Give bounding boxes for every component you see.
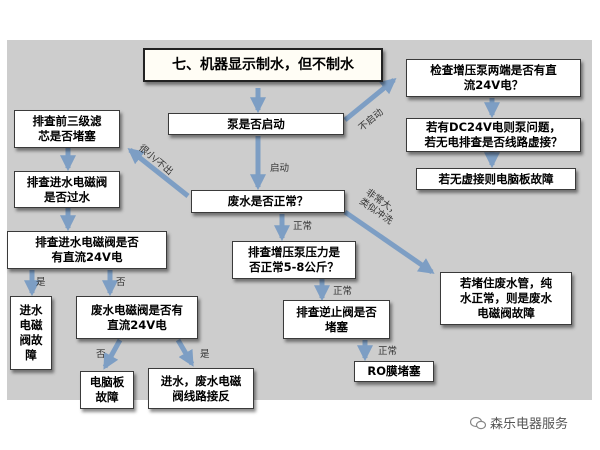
node-check-pressure: 排查增压泵压力是 否正常5-8公斤？: [232, 241, 356, 279]
watermark-text: 森乐电器服务: [490, 417, 569, 432]
node-board-fault: 电脑板 故障: [80, 371, 134, 409]
node-pump-started: 泵是否启动: [168, 113, 344, 135]
node-check-filters: 排查前三级滤 芯是否堵塞: [14, 110, 120, 148]
chat-bubble-icon: [470, 416, 486, 429]
arrow-waste-valve-to-wiring: [175, 338, 195, 367]
edge-label-normal-1: 正常: [293, 221, 313, 232]
edge-label-yes-2: 是: [200, 349, 210, 360]
node-waste-pipe-block: 若堵住废水管，纯 水正常，则是废水 电磁阀故障: [440, 272, 572, 325]
node-ro-clogged: RO膜堵塞: [354, 361, 434, 382]
edge-label-started: 启动: [270, 163, 290, 174]
node-inlet-valve-water: 排查进水电磁阀 是否过水: [14, 171, 120, 208]
edge-label-yes-1: 是: [36, 277, 46, 288]
watermark: 森乐电器服务: [470, 413, 568, 432]
edge-label-normal-2: 正常: [333, 286, 353, 297]
edge-label-no-1: 否: [116, 277, 126, 288]
node-pump-issue: 若有DC24V电则泵问题， 若无电排查是否线路虚接？: [406, 118, 581, 152]
arrow-waste-to-filters: [127, 148, 190, 198]
node-check-pump-24v: 检查增压泵两端是否有直 流24V电？: [406, 59, 581, 97]
diagram-title: 七、机器显示制水，但不制水: [143, 48, 383, 82]
arrow-waste-to-pipe: [343, 209, 435, 275]
node-waste-valve-24v: 废水电磁阀是否有 直流24V电: [76, 296, 198, 339]
arrow-waste-valve-to-board: [102, 338, 123, 370]
node-inlet-valve-24v: 排查进水电磁阀是否 有直流24V电: [7, 231, 167, 269]
arrow-pump-to-check-pump: [343, 77, 397, 122]
edge-label-no-2: 否: [96, 349, 106, 360]
edge-label-normal-3: 正常: [378, 346, 398, 357]
node-inlet-valve-fault: 进水 电磁 阀故 障: [10, 296, 52, 370]
node-waste-water-normal: 废水是否正常？: [191, 190, 345, 213]
node-valve-wiring: 进水，废水电磁 阀线路接反: [148, 368, 254, 409]
node-check-valve: 排查逆止阀是否 堵塞: [283, 300, 390, 339]
node-no-loose-board: 若无虚接则电脑板故障: [416, 168, 576, 190]
